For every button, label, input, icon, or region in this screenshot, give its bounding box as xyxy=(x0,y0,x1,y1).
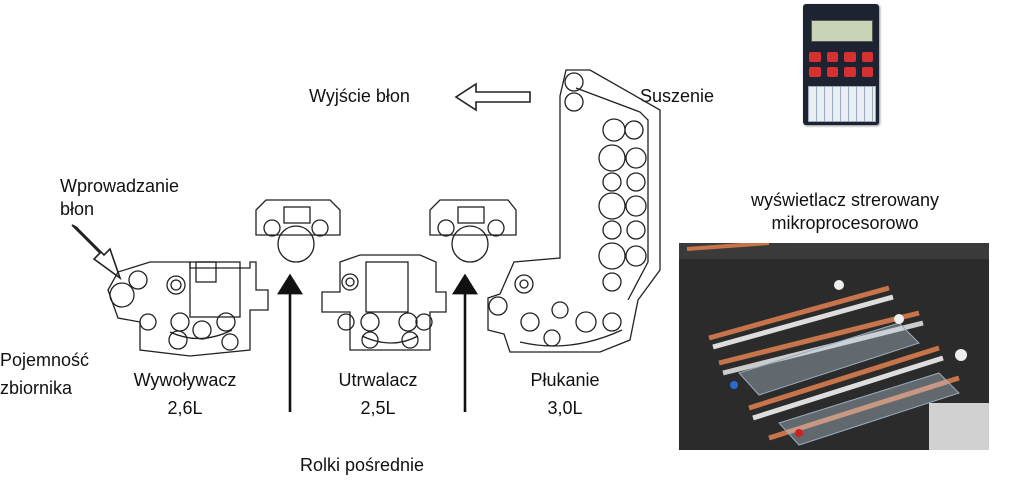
rinse-volume: 3,0L xyxy=(547,398,583,418)
output-arrow xyxy=(454,82,531,112)
control-panel xyxy=(803,4,879,125)
processor-diagram xyxy=(71,69,661,412)
display-caption-line1: wyświetlacz strerowany xyxy=(750,190,940,210)
film-output-label: Wyjście błon xyxy=(309,86,410,106)
rinse-label: Płukanie xyxy=(530,370,600,390)
processor-photo xyxy=(679,243,989,450)
intermediate-roller-1 xyxy=(255,199,341,263)
control-keys xyxy=(809,52,873,77)
tank-capacity-label-line1: Pojemność xyxy=(0,350,90,370)
lcd-display xyxy=(811,20,873,42)
fixer-label: Utrwalacz xyxy=(338,370,418,390)
film-input-label-line2: błon xyxy=(60,199,95,219)
display-caption-line2: mikroprocesorowo xyxy=(771,213,919,233)
fixer-volume: 2,5L xyxy=(360,398,396,418)
fixer-tank xyxy=(321,254,447,351)
rinse-dryer-unit xyxy=(487,69,661,353)
intermediate-roller-2 xyxy=(429,199,517,263)
film-input-label-line1: Wprowadzanie xyxy=(60,176,180,196)
input-arrow xyxy=(71,224,122,281)
intermediate-rollers-label: Rolki pośrednie xyxy=(300,455,425,475)
developer-volume: 2,6L xyxy=(167,398,203,418)
drying-label: Suszenie xyxy=(640,86,715,106)
tank-capacity-label-line2: zbiornika xyxy=(0,378,73,398)
developer-tank xyxy=(107,261,269,357)
keypad-grid xyxy=(808,86,876,122)
developer-label: Wywoływacz xyxy=(133,370,237,390)
